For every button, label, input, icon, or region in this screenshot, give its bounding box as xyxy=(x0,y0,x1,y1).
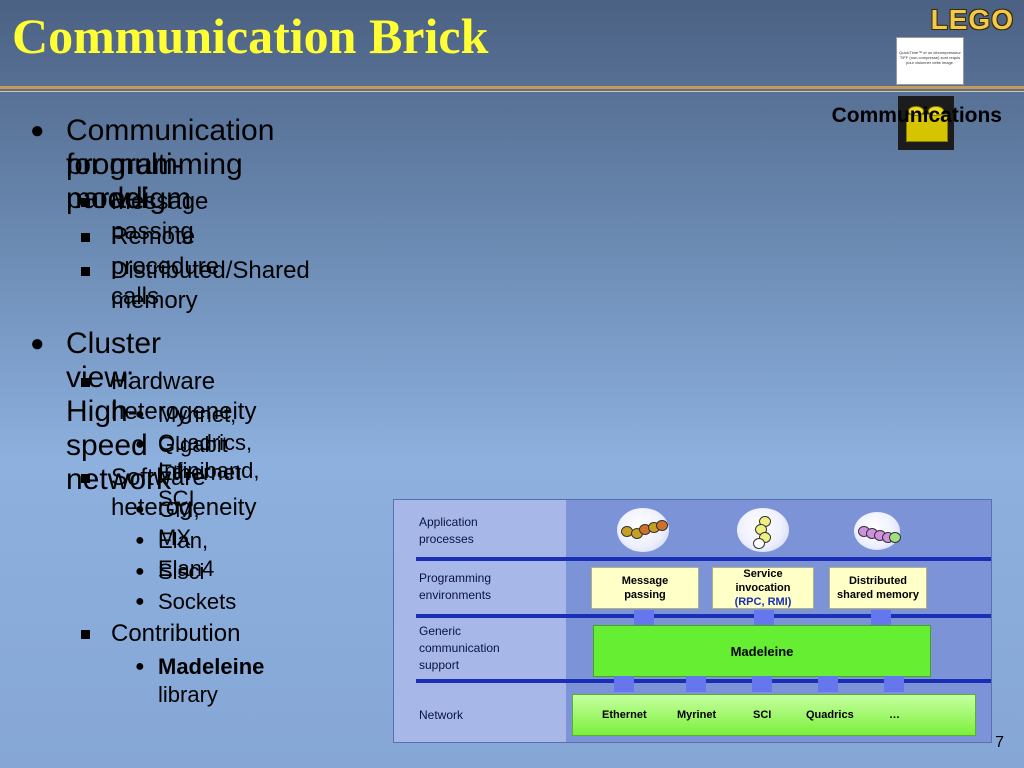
network-quadrics: Quadrics xyxy=(806,709,854,721)
bullet-2-sub3-a: Madeleine library xyxy=(158,653,264,709)
square-bullet-icon xyxy=(81,267,90,276)
network-ethernet: Ethernet xyxy=(602,709,647,721)
layer-separator xyxy=(416,614,991,618)
network-sci: SCI xyxy=(753,709,772,721)
title-rule-thin xyxy=(0,91,1024,92)
bullet-2-sub2-d: Sockets xyxy=(158,589,237,614)
dot-bullet-icon: ● xyxy=(135,563,145,580)
square-bullet-icon xyxy=(81,198,90,207)
square-bullet-icon xyxy=(81,630,90,639)
bullet-2-sub2: Software heterogeneity xyxy=(111,464,257,521)
bullet-2: Cluster view: High-speed network xyxy=(66,327,172,496)
connector xyxy=(884,676,904,692)
layer-label-network: Network xyxy=(419,708,464,722)
bullet-1-sub2: Remote procedure calls xyxy=(111,223,220,310)
quicktime-placeholder: QuickTime™ et un décompresseur TIFF (non… xyxy=(896,37,964,85)
connector xyxy=(686,676,706,692)
dot-bullet-icon: ● xyxy=(135,593,145,610)
square-bullet-icon xyxy=(81,378,90,387)
bullet-2-sub2-b: Elan, Elan4 xyxy=(158,528,215,581)
dot-bullet-icon: ● xyxy=(135,406,145,423)
bullet-1-sub1: Message passing xyxy=(111,188,209,245)
madeleine-bold: Madeleine xyxy=(158,654,265,679)
dsm-oval-icon xyxy=(854,512,901,550)
bullet-2-sub1: Hardware heterogeneity xyxy=(111,368,257,425)
connector xyxy=(754,610,774,626)
connector xyxy=(752,676,772,692)
bullet-dot-icon: ● xyxy=(30,117,45,144)
connector xyxy=(634,610,654,626)
dot-bullet-icon: ● xyxy=(135,501,145,518)
bullet-2-sub1-a: Myrinet, Quadrics, Infiniband, SCI xyxy=(158,402,260,511)
layer-label-column xyxy=(394,500,566,742)
bullet-2-sub1-b: Gigabit Ethernet xyxy=(158,432,242,485)
bullet-1-line2: programming model xyxy=(66,148,243,215)
square-bullet-icon xyxy=(81,233,90,242)
bullet-2-sub2-c: Sisci xyxy=(158,559,205,584)
process-oval-icon xyxy=(617,508,669,552)
title-rule xyxy=(0,86,1024,89)
layer-separator xyxy=(416,557,991,561)
network-box: Ethernet Myrinet SCI Quadrics … xyxy=(572,694,976,736)
network-myrinet: Myrinet xyxy=(677,709,717,721)
dot-bullet-icon: ● xyxy=(135,658,145,675)
dot-bullet-icon: ● xyxy=(135,436,145,453)
library-text: library xyxy=(158,682,218,707)
brick-label: Communications xyxy=(831,104,1002,127)
connector xyxy=(871,610,891,626)
brick-icon xyxy=(898,96,954,150)
page-number: 7 xyxy=(995,734,1004,751)
square-bullet-icon xyxy=(81,474,90,483)
bullet-2-sub2-a: GM, MX xyxy=(158,497,200,550)
bullet-dot-icon: ● xyxy=(30,330,45,357)
bullet-1-sub3: Distributed/Shared memory xyxy=(111,257,310,314)
connector xyxy=(818,676,838,692)
slide-title: Communication Brick xyxy=(12,8,489,64)
dot-bullet-icon: ● xyxy=(135,532,145,549)
bullet-2-sub3: Contribution xyxy=(111,620,241,647)
lego-logo: LEGO xyxy=(930,4,1014,35)
connector xyxy=(614,676,634,692)
network-more: … xyxy=(889,709,900,721)
madeleine-box: Madeleine xyxy=(593,625,931,677)
bullet-1-line1: Communication for multi-paradigm xyxy=(66,114,275,215)
service-oval-icon xyxy=(737,508,789,552)
